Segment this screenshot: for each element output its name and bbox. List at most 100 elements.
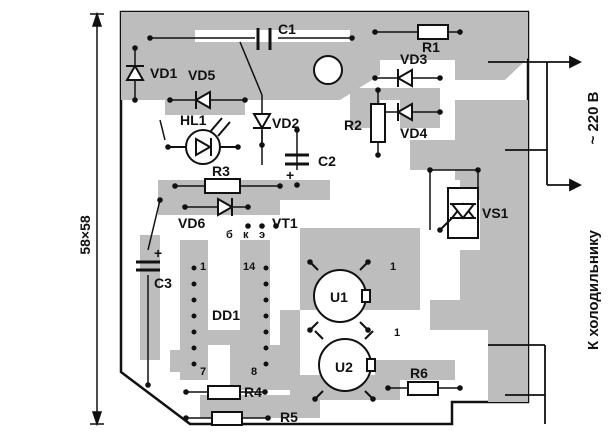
solder-pad (475, 167, 481, 173)
solder-pad (437, 109, 443, 115)
label-u2: U2 (335, 359, 353, 375)
solder-pad (365, 259, 371, 265)
solder-pad (372, 29, 378, 35)
dd1-pin-7: 7 (200, 366, 206, 378)
solder-pad (242, 97, 248, 103)
label-vd1: VD1 (150, 65, 177, 81)
dd1-pads (191, 265, 269, 367)
solder-pad (375, 152, 381, 158)
resistor-r2 (370, 103, 386, 143)
solder-pad (132, 45, 138, 51)
solder-pad (307, 259, 313, 265)
polarity-c3: + (154, 245, 162, 261)
label-c1: C1 (278, 21, 296, 37)
solder-pad (437, 75, 443, 81)
dd1-pad (191, 281, 197, 287)
diode-vd6 (217, 197, 235, 217)
dd1-pad (263, 345, 269, 351)
label-r2: R2 (344, 117, 362, 133)
dd1-pad (263, 329, 269, 335)
solder-pad (457, 385, 463, 391)
solder-pad (457, 29, 463, 35)
solder-pad (167, 97, 173, 103)
label-r1: R1 (422, 39, 440, 55)
solder-pad (182, 204, 188, 210)
label-vs1: VS1 (482, 205, 509, 221)
label-r6: R6 (410, 365, 428, 381)
solder-pad (132, 97, 138, 103)
solder-pad (265, 415, 271, 421)
dd1-pad (263, 265, 269, 271)
mains-terminals (488, 55, 583, 424)
dd1-pin-14: 14 (243, 261, 256, 273)
dd1-pin-8: 8 (251, 366, 257, 378)
dd1-pad (191, 345, 197, 351)
solder-pad (307, 327, 313, 333)
solder-pad (370, 396, 376, 402)
solder-pad (294, 127, 300, 133)
resistor-r5 (211, 411, 243, 426)
resistor-r3 (204, 178, 241, 194)
solder-pad (172, 183, 178, 189)
solder-pad (375, 87, 381, 93)
dimension-line (90, 11, 104, 427)
solder-pad (165, 144, 171, 150)
solder-pad (372, 75, 378, 81)
solder-pad (262, 389, 268, 395)
u1-pin-1: 1 (390, 261, 396, 273)
dd1-pad (191, 313, 197, 319)
solder-pad (157, 197, 163, 203)
capacitor-c3 (136, 260, 160, 272)
mounting-hole (313, 55, 343, 85)
vt1-pin-e: э (259, 229, 265, 241)
dd1-pad (191, 297, 197, 303)
supply-label: ~ 220 В (585, 91, 602, 144)
dd1-pad (191, 361, 197, 367)
polarity-c2: + (286, 167, 294, 183)
resistor-r4 (207, 385, 241, 400)
led-hl1 (168, 117, 238, 165)
diode-vd2 (252, 113, 272, 131)
solder-pad (385, 385, 391, 391)
solder-pad (277, 183, 283, 189)
solder-pad (235, 144, 241, 150)
solder-pad (349, 35, 355, 41)
solder-pad (259, 223, 265, 229)
label-vd2: VD2 (272, 115, 299, 131)
solder-pad (145, 382, 151, 388)
dd1-pin-1: 1 (200, 261, 206, 273)
solder-pad (183, 389, 189, 395)
dd1-pad (263, 313, 269, 319)
capacitor-c1 (256, 28, 272, 50)
dd1-pad (263, 297, 269, 303)
dd1-pad (191, 265, 197, 271)
solder-pads (132, 29, 481, 421)
solder-pad (427, 167, 433, 173)
resistor-r1 (417, 24, 449, 40)
solder-pad (245, 223, 251, 229)
label-vd4: VD4 (400, 125, 427, 141)
diode-vd3 (395, 68, 413, 88)
label-r5: R5 (280, 409, 298, 425)
solder-pad (273, 223, 279, 229)
sensor-u2 (314, 330, 376, 400)
label-vd5: VD5 (188, 67, 215, 83)
fridge-label: К холодильнику (585, 229, 602, 350)
u2-pin-1: 1 (394, 327, 400, 339)
capacitor-c2 (285, 153, 309, 166)
resistor-r6 (407, 381, 439, 396)
label-u1: U1 (330, 289, 348, 305)
dd1-pad (263, 361, 269, 367)
solder-pad (294, 182, 300, 188)
label-vd3: VD3 (400, 51, 427, 67)
label-r3: R3 (212, 163, 230, 179)
triac-vs1 (439, 187, 479, 239)
vt1-pin-b: б (226, 229, 233, 241)
label-c2: C2 (318, 153, 336, 169)
solder-pad (365, 327, 371, 333)
solder-pad (183, 415, 189, 421)
dd1-pad (263, 281, 269, 287)
diode-vd4 (395, 102, 413, 122)
dd1-pad (191, 329, 197, 335)
